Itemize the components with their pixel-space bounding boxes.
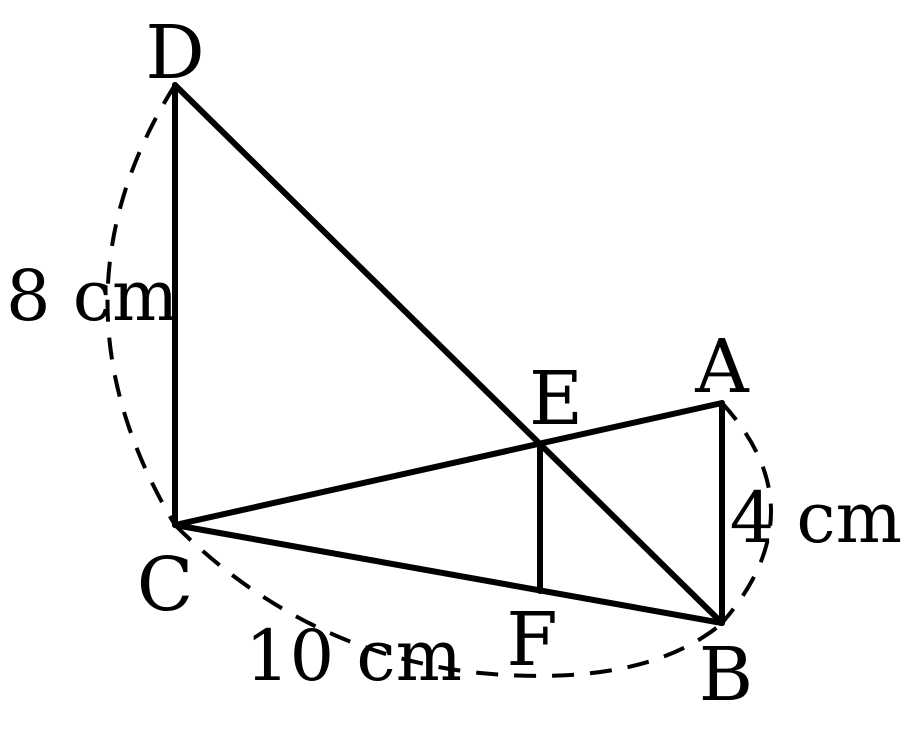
arc-ab: [720, 401, 773, 625]
label-point-d: D: [145, 10, 204, 96]
label-length-cb: 10 cm: [245, 615, 462, 697]
label-point-b: B: [699, 632, 753, 718]
label-length-ab: 4 cm: [730, 477, 902, 559]
segment-db: [172, 82, 725, 626]
label-point-c: C: [137, 542, 194, 628]
label-length-dc: 8 cm: [6, 255, 178, 337]
label-point-e: E: [529, 356, 583, 442]
label-point-a: A: [694, 324, 750, 410]
segment-ca: [172, 400, 725, 528]
segment-cb: [172, 522, 725, 626]
label-point-f: F: [506, 597, 557, 683]
arc-dc: [105, 83, 177, 527]
